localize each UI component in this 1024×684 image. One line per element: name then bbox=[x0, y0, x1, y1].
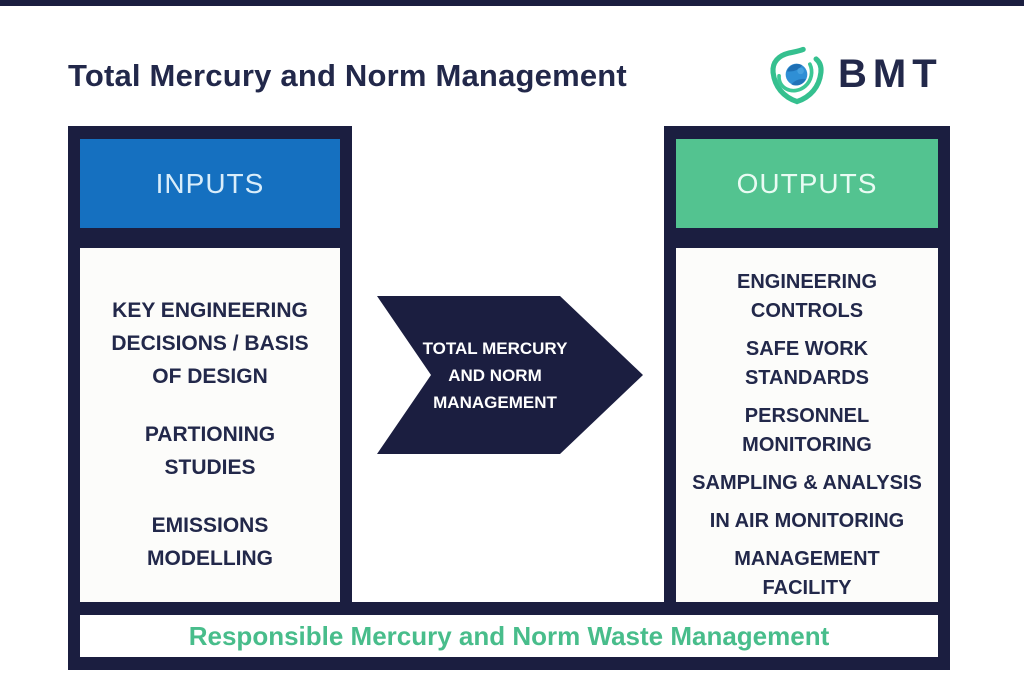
footer-banner: Responsible Mercury and Norm Waste Manag… bbox=[68, 602, 950, 670]
list-item-line: CONTROLS bbox=[750, 300, 864, 322]
list-item-line: MANAGEMENT bbox=[734, 548, 880, 570]
list-item-line: MODELLING bbox=[147, 547, 273, 570]
list-item-line: KEY ENGINEERING bbox=[112, 299, 308, 322]
inputs-box: INPUTS KEY ENGINEERING DECISIONS / BASIS… bbox=[68, 126, 352, 604]
list-item: MANAGEMENT FACILITY bbox=[676, 545, 938, 603]
outputs-header: OUTPUTS bbox=[676, 139, 938, 228]
list-item: PERSONNEL MONITORING bbox=[676, 402, 938, 460]
outputs-box: OUTPUTS ENGINEERING CONTROLS SAFE WORK S… bbox=[664, 126, 950, 604]
top-accent-strip bbox=[0, 0, 1024, 6]
list-item: IN AIR MONITORING bbox=[676, 507, 938, 536]
list-item-line: EMISSIONS bbox=[151, 514, 269, 537]
list-item-line: STUDIES bbox=[164, 456, 256, 479]
bmt-logo-text: BMT bbox=[838, 52, 943, 96]
process-label-line: TOTAL MERCURY bbox=[422, 338, 568, 358]
list-item-line: PARTIONING bbox=[144, 423, 276, 446]
inputs-list: KEY ENGINEERING DECISIONS / BASIS OF DES… bbox=[80, 248, 340, 604]
inputs-header: INPUTS bbox=[80, 139, 340, 228]
list-item-line: ENGINEERING bbox=[736, 271, 878, 293]
list-item: SAFE WORK STANDARDS bbox=[676, 335, 938, 393]
list-item: EMISSIONS MODELLING bbox=[80, 509, 340, 575]
list-item-line: DECISIONS / BASIS bbox=[111, 332, 309, 355]
process-arrow-label: TOTAL MERCURY AND NORM MANAGEMENT bbox=[377, 296, 643, 454]
list-item: KEY ENGINEERING DECISIONS / BASIS OF DES… bbox=[80, 294, 340, 393]
bmt-shield-globe-icon bbox=[770, 46, 824, 105]
process-label-line: AND NORM bbox=[448, 365, 542, 385]
outputs-list: ENGINEERING CONTROLS SAFE WORK STANDARDS… bbox=[676, 248, 938, 604]
list-item-line: FACILITY bbox=[762, 577, 852, 599]
list-item-line: PERSONNEL bbox=[744, 405, 870, 427]
list-item-line: IN AIR MONITORING bbox=[709, 510, 905, 532]
process-label-line: MANAGEMENT bbox=[433, 392, 557, 412]
page-title: Total Mercury and Norm Management bbox=[68, 58, 627, 93]
list-item: PARTIONING STUDIES bbox=[80, 418, 340, 484]
footer-banner-text: Responsible Mercury and Norm Waste Manag… bbox=[188, 620, 830, 651]
list-item-line: SAMPLING & ANALYSIS bbox=[692, 472, 922, 494]
list-item: ENGINEERING CONTROLS bbox=[676, 268, 938, 326]
list-item-line: OF DESIGN bbox=[152, 365, 268, 388]
list-item-line: STANDARDS bbox=[744, 367, 870, 389]
bmt-logo: BMT bbox=[764, 40, 944, 110]
process-arrow bbox=[377, 296, 643, 454]
list-item: SAMPLING & ANALYSIS bbox=[676, 469, 938, 498]
footer-banner-inner: Responsible Mercury and Norm Waste Manag… bbox=[80, 615, 938, 657]
list-item-line: SAFE WORK bbox=[745, 338, 869, 360]
list-item-line: MONITORING bbox=[742, 434, 872, 456]
